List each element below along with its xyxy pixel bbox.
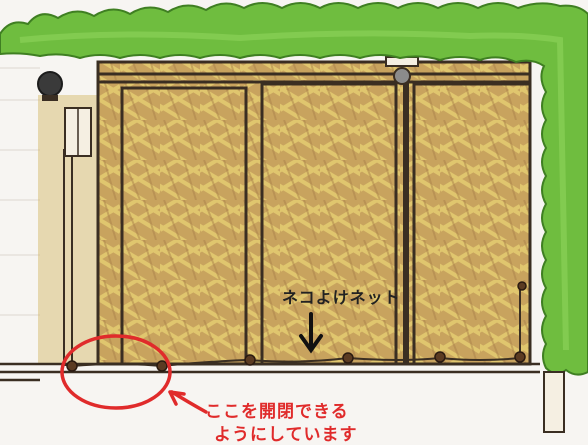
net-label: ネコよけネット <box>282 288 401 307</box>
straw-fence <box>96 60 532 366</box>
down-arrow-icon <box>299 312 323 354</box>
hedge <box>0 2 588 376</box>
ground-rails <box>0 362 540 382</box>
right-post <box>543 371 565 433</box>
cat-net <box>71 286 521 368</box>
open-label-line1: ここを開閉できる <box>205 402 349 422</box>
lamp-icon <box>37 71 63 97</box>
fence-frame <box>98 72 530 364</box>
open-label-line2: ようにしています <box>214 425 358 445</box>
red-circle-icon <box>60 334 172 410</box>
red-arrow-icon <box>168 390 208 414</box>
illustration <box>0 2 588 433</box>
post-top-icon <box>393 67 411 85</box>
net-stakes <box>66 281 527 372</box>
